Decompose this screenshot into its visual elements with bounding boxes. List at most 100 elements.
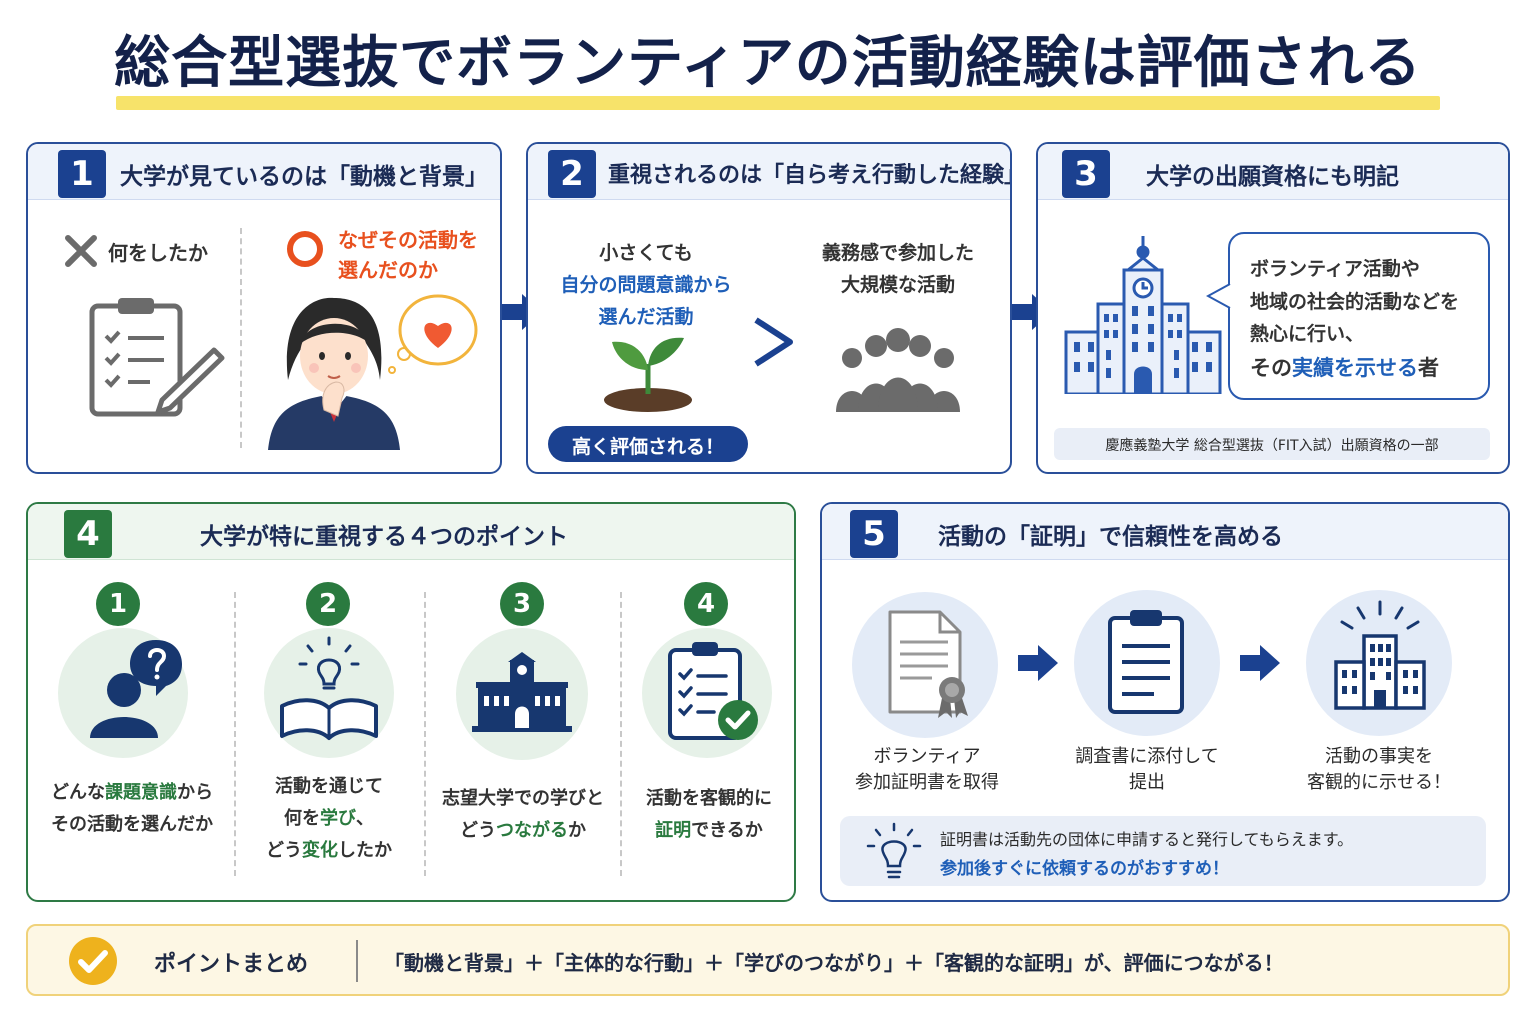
bubble-line4: その実績を示せる者 xyxy=(1250,352,1439,382)
quote-bubble-tail xyxy=(1206,283,1232,309)
point-4-line2: 証明できるか xyxy=(622,816,794,842)
panel-1: 1 大学が見ているのは「動機と背景」 何をしたか なぜその活動を 選んだのか xyxy=(26,142,502,474)
step-2-line1: 調査書に添付して xyxy=(1075,746,1219,767)
point-3-line2-b: か xyxy=(568,820,586,841)
clipboard-check-icon xyxy=(668,642,758,740)
panel-2-title: 重視されるのは「自ら考え行動した経験」 xyxy=(608,163,1012,188)
panel-2-number: 2 xyxy=(548,150,596,198)
point-2-line3-b: したか xyxy=(338,840,392,861)
panel-1-right-label-line1: なぜその活動を xyxy=(338,228,478,252)
panel-4-divider-2 xyxy=(424,592,426,876)
panel-2-left-line1: 小さくても xyxy=(599,242,693,264)
book-lightbulb-icon xyxy=(280,636,378,740)
crowd-icon xyxy=(836,328,960,412)
bubble-line4-post: 者 xyxy=(1418,356,1439,380)
point-2-line2-a: 何を xyxy=(284,808,320,829)
step-arrow-2 xyxy=(1240,645,1280,681)
step-1-line1: ボランティア xyxy=(873,746,981,767)
sprout-icon xyxy=(604,337,692,412)
summary-text: 「動機と背景」＋「主体的な行動」＋「学びのつながり」＋「客観的な証明」が、評価に… xyxy=(384,951,1284,975)
point-4-number: 4 xyxy=(684,582,728,626)
check-circle-icon xyxy=(69,937,117,985)
tip-line1: 証明書は活動先の団体に申請すると発行してもらえます。 xyxy=(940,830,1354,849)
point-2-line2-b: 、 xyxy=(356,808,374,829)
bubble-line1: ボランティア活動や xyxy=(1250,258,1420,280)
panel-4-divider-1 xyxy=(234,592,236,876)
title-underline xyxy=(116,96,1440,110)
panel-5-title: 活動の「証明」で信頼性を高める xyxy=(938,524,1283,550)
point-2-line3: どう変化したか xyxy=(234,836,424,862)
point-2-line2-highlight: 学び xyxy=(320,808,356,829)
page-title: 総合型選抜でボランティアの活動経験は評価される xyxy=(114,31,1422,96)
panel-5: 5 活動の「証明」で信頼性を高める ボランティア 参加証明書を取得 調査書に添付… xyxy=(820,502,1510,902)
point-3-line2: どうつながるか xyxy=(426,816,620,842)
step-arrow-1 xyxy=(1018,645,1058,681)
point-1-line1: どんな課題意識から xyxy=(36,778,228,804)
point-2-line3-highlight: 変化 xyxy=(302,840,338,861)
panel-4: 4 大学が特に重視する４つのポイント 1 どんな課題意識から その活動を選んだか… xyxy=(26,502,796,902)
point-3-line2-highlight: つながる xyxy=(496,820,568,841)
university-icon xyxy=(472,652,572,732)
source-note-box: 慶應義塾大学 総合型選抜（FIT入試）出願資格の一部 xyxy=(1054,428,1490,460)
document-clipboard-icon xyxy=(1108,610,1184,714)
step-2-line2: 提出 xyxy=(1129,772,1165,793)
panel-5-header: 5 活動の「証明」で信頼性を高める xyxy=(822,504,1508,560)
panel-1-header: 1 大学が見ているのは「動機と背景」 xyxy=(28,144,500,200)
university-building-icon xyxy=(1064,236,1222,394)
point-2-line1: 活動を通じて xyxy=(275,776,383,797)
point-1-line2: その活動を選んだか xyxy=(51,814,213,835)
panel-2-right-line1: 義務感で参加した xyxy=(821,242,974,264)
clipboard-checklist-icon xyxy=(89,298,225,417)
circle-mark-icon xyxy=(287,231,323,267)
step-3-line2: 客観的に示せる！ xyxy=(1307,772,1451,793)
title-wrap: 総合型選抜でボランティアの活動経験は評価される xyxy=(0,28,1536,100)
tip-box xyxy=(840,816,1486,886)
step-1-line2: 参加証明書を取得 xyxy=(855,772,999,793)
panel-2: 2 重視されるのは「自ら考え行動した経験」 小さくても 自分の問題意識から 選ん… xyxy=(526,142,1012,474)
panel-5-number: 5 xyxy=(850,510,898,558)
panel-2-header: 2 重視されるのは「自ら考え行動した経験」 xyxy=(528,144,1010,200)
summary-label: ポイントまとめ xyxy=(154,952,309,977)
panel-4-header: 4 大学が特に重視する４つのポイント xyxy=(28,504,794,560)
person-question-icon xyxy=(90,640,182,738)
panel-3: 3 大学の出願資格にも明記 xyxy=(1036,142,1510,474)
panel-1-number: 1 xyxy=(58,150,106,198)
point-3-line2-a: どう xyxy=(460,820,496,841)
highly-rated-badge-text: 高く評価される！ xyxy=(571,436,724,458)
panel-1-left-label: 何をしたか xyxy=(108,241,208,265)
shining-building-icon xyxy=(1334,600,1426,710)
point-2-line2: 何を学び、 xyxy=(234,804,424,830)
bubble-line4-highlight: 実績を示せる xyxy=(1292,356,1418,380)
point-1-line1-a: どんな xyxy=(51,782,105,803)
point-3-line1: 志望大学での学びと xyxy=(442,788,604,809)
panel-3-title: 大学の出願資格にも明記 xyxy=(1146,164,1399,190)
point-1-line1-b: から xyxy=(177,782,213,803)
point-1-number: 1 xyxy=(96,582,140,626)
quote-bubble xyxy=(1228,232,1490,400)
point-4-line1: 活動を客観的に xyxy=(646,788,772,809)
panel-2-right-line2: 大規模な活動 xyxy=(840,274,955,296)
panel-4-number: 4 xyxy=(64,510,112,558)
greater-than-icon xyxy=(754,317,793,367)
point-2-line3-a: どう xyxy=(266,840,302,861)
panel-2-left-line2: 自分の問題意識から xyxy=(560,274,732,296)
panel-4-title: 大学が特に重視する４つのポイント xyxy=(200,524,568,550)
panel-1-title: 大学が見ているのは「動機と背景」 xyxy=(120,164,488,190)
point-4-line2-b: できるか xyxy=(691,820,763,841)
certificate-icon xyxy=(888,610,968,718)
panel-4-divider-3 xyxy=(620,592,622,876)
panel-2-left-line3: 選んだ活動 xyxy=(598,306,694,328)
summary-divider xyxy=(356,940,358,982)
lightbulb-icon xyxy=(866,822,922,879)
highly-rated-badge: 高く評価される！ xyxy=(548,426,748,462)
cross-icon xyxy=(65,235,97,267)
summary-bar: ポイントまとめ 「動機と背景」＋「主体的な行動」＋「学びのつながり」＋「客観的な… xyxy=(26,924,1510,996)
step-3-line1: 活動の事実を xyxy=(1325,746,1433,767)
bubble-line4-pre: その xyxy=(1250,356,1292,380)
point-1-line1-highlight: 課題意識 xyxy=(105,782,177,803)
point-3-number: 3 xyxy=(500,582,544,626)
tip-line2: 参加後すぐに依頼するのがおすすめ！ xyxy=(940,859,1229,879)
panel-1-divider xyxy=(240,228,242,448)
point-4-line2-highlight: 証明 xyxy=(655,820,692,841)
student-thinking-illustration xyxy=(268,294,478,450)
